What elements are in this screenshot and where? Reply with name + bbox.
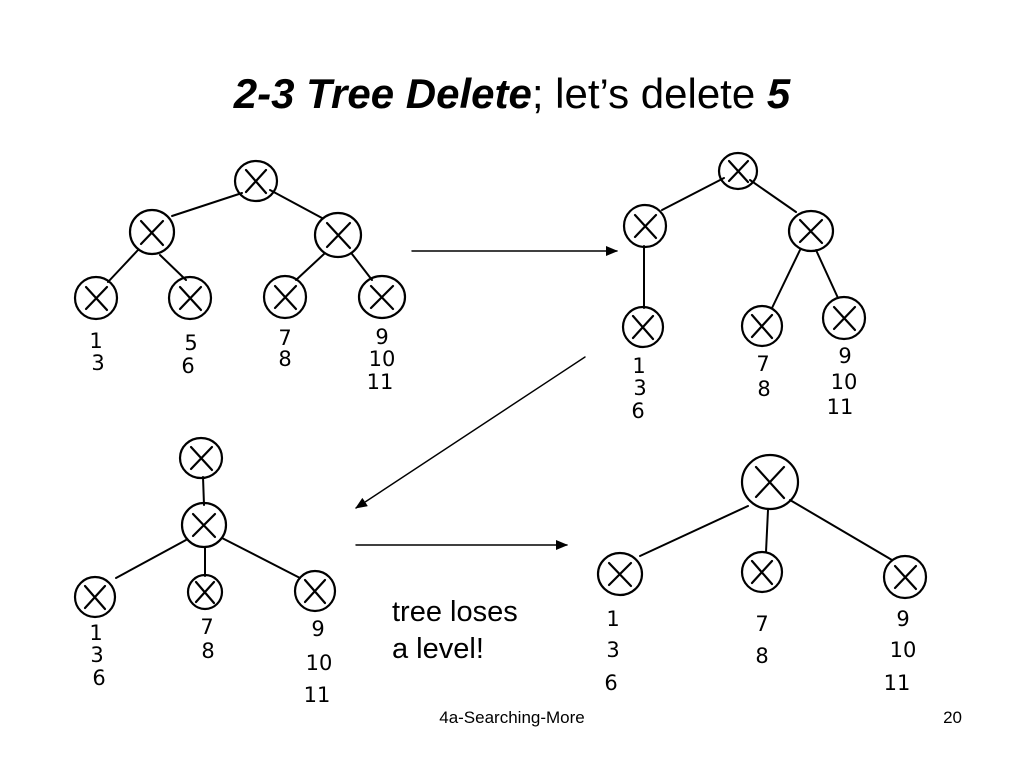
tree-edge <box>351 253 373 281</box>
leaf-key: 8 <box>278 347 291 371</box>
node-leaf <box>882 554 928 600</box>
leaf-key: 8 <box>201 639 214 663</box>
note-line-1: tree loses <box>392 596 518 628</box>
leaf-key: 3 <box>606 638 619 662</box>
transition-arrow <box>355 356 586 509</box>
tree-edge <box>639 505 749 557</box>
tree-edge <box>171 192 243 217</box>
leaf-key: 1 <box>632 354 645 378</box>
leaf-key: 5 <box>184 331 197 355</box>
footer-title: 4a-Searching-More <box>439 708 585 727</box>
tree-edge <box>771 249 801 309</box>
title-emphasis: 2-3 Tree Delete <box>233 70 532 117</box>
leaf-key: 1 <box>89 621 102 645</box>
tree-final: 1 3 6 7 8 9 10 11 <box>596 453 928 695</box>
leaf-key: 8 <box>755 644 768 668</box>
leaf-key: 11 <box>827 395 854 419</box>
title-rest: ; let’s delete <box>531 70 767 117</box>
slide-title: 2-3 Tree Delete; let’s delete 5 <box>0 66 1024 122</box>
leaf-key: 11 <box>367 370 394 394</box>
node-leaf <box>596 551 644 597</box>
tree-after-removal: 1 3 6 7 8 9 10 11 <box>621 151 867 423</box>
leaf-key: 7 <box>278 326 291 350</box>
tree-edge <box>159 254 187 281</box>
leaf-key: 10 <box>831 370 858 394</box>
node-internal <box>787 209 835 253</box>
leaf-key: 7 <box>200 615 213 639</box>
node-leaf <box>821 295 867 341</box>
node-root <box>717 151 759 191</box>
node-root <box>178 436 224 480</box>
tree-before-delete: 1 3 5 6 7 8 9 10 11 <box>73 159 407 394</box>
leaf-key: 10 <box>890 638 917 662</box>
node-leaf <box>186 573 224 611</box>
leaf-key: 3 <box>90 643 103 667</box>
leaf-key: 9 <box>838 344 851 368</box>
leaf-key: 3 <box>91 351 104 375</box>
leaf-key: 8 <box>757 377 770 401</box>
leaf-key: 3 <box>633 376 646 400</box>
leaf-key: 6 <box>631 399 644 423</box>
tree-edge <box>295 253 325 281</box>
title-key: 5 <box>766 70 791 117</box>
tree-edge <box>789 499 893 561</box>
tree-after-merge: 1 3 6 7 8 9 10 11 <box>73 436 337 707</box>
leaf-key: 11 <box>884 671 911 695</box>
leaf-key: 6 <box>181 354 194 378</box>
leaf-key: 11 <box>304 683 331 707</box>
tree-edge <box>202 476 205 506</box>
leaf-key: 6 <box>604 671 617 695</box>
node-leaf <box>740 304 784 348</box>
leaf-key: 1 <box>606 607 619 631</box>
node-internal <box>622 203 668 249</box>
node-internal <box>128 208 176 256</box>
leaf-key: 10 <box>369 347 396 371</box>
leaf-key: 1 <box>89 329 102 353</box>
tree-edge <box>661 177 725 211</box>
page-number: 20 <box>943 708 962 727</box>
node-internal <box>313 211 363 259</box>
tree-edge <box>815 249 839 299</box>
leaf-key: 7 <box>755 612 768 636</box>
leaf-key: 9 <box>375 325 388 349</box>
leaf-key: 9 <box>311 617 324 641</box>
node-leaf <box>73 575 117 619</box>
leaf-key: 6 <box>92 666 105 690</box>
note-line-2: a level! <box>392 633 484 665</box>
node-leaf <box>73 275 119 321</box>
node-leaf <box>262 274 308 320</box>
node-root <box>740 453 800 511</box>
leaf-key: 9 <box>896 607 909 631</box>
node-leaf <box>357 274 407 320</box>
tree-edge <box>269 189 323 219</box>
tree-edge <box>115 539 187 579</box>
tree-edge <box>749 179 797 213</box>
leaf-key: 7 <box>756 352 769 376</box>
node-root <box>233 159 279 203</box>
node-leaf <box>167 275 213 321</box>
node-internal <box>180 501 228 549</box>
node-leaf <box>740 550 784 594</box>
node-leaf <box>621 305 665 349</box>
tree-edge <box>765 509 769 553</box>
tree-edge <box>107 249 139 283</box>
leaf-key: 10 <box>306 651 333 675</box>
tree-edge <box>221 537 301 579</box>
node-leaf <box>293 569 337 613</box>
